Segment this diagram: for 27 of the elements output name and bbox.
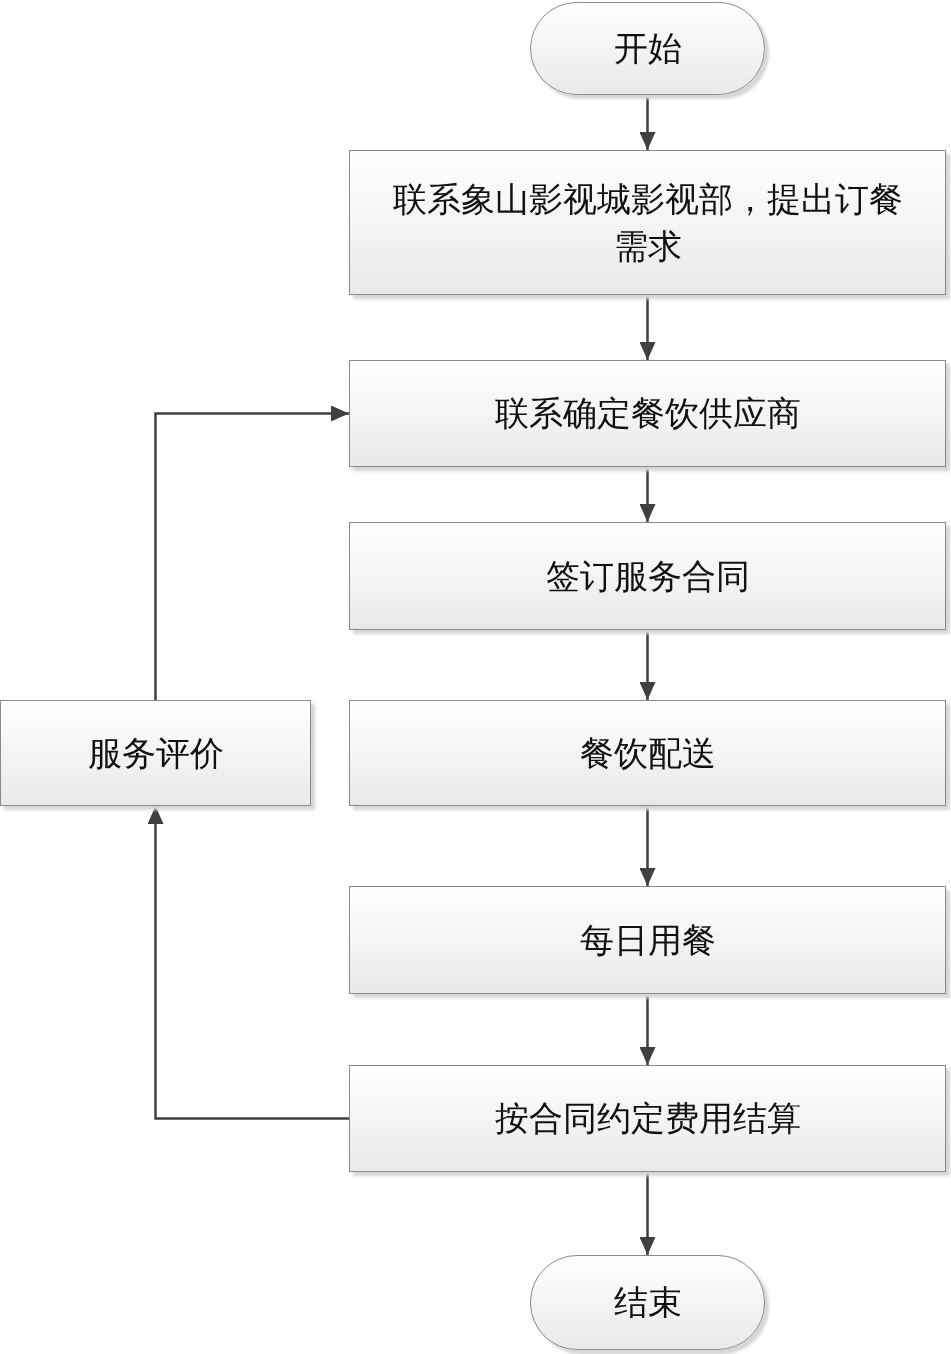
arrow [147,806,349,1120]
step-text: 按合同约定费用结算 [494,1097,801,1140]
process-box [349,150,946,295]
step-text: 联系象山影视城影视部，提出订餐需求 [391,177,904,268]
terminal-shape [530,1255,765,1350]
step-text: 签订服务合同 [545,554,750,598]
process-box [349,700,946,806]
arrow [639,630,656,700]
process-box [0,700,311,806]
process-box [349,522,946,630]
step-text: 结束 [613,1281,682,1324]
process-box [349,886,946,994]
step-text: 开始 [613,27,682,70]
arrow [639,295,656,360]
step-text: 联系确定餐饮供应商 [494,392,801,435]
arrow [639,994,656,1065]
arrow [639,806,656,886]
step-text: 每日用餐 [579,918,716,962]
process-box [349,360,946,467]
terminal-shape [530,2,765,95]
arrow [154,405,349,700]
step-text: 餐饮配送 [579,731,716,775]
arrow [639,1172,656,1255]
arrow [639,467,656,522]
process-box [349,1065,946,1172]
step-text: 服务评价 [87,731,224,775]
arrow [639,95,656,150]
